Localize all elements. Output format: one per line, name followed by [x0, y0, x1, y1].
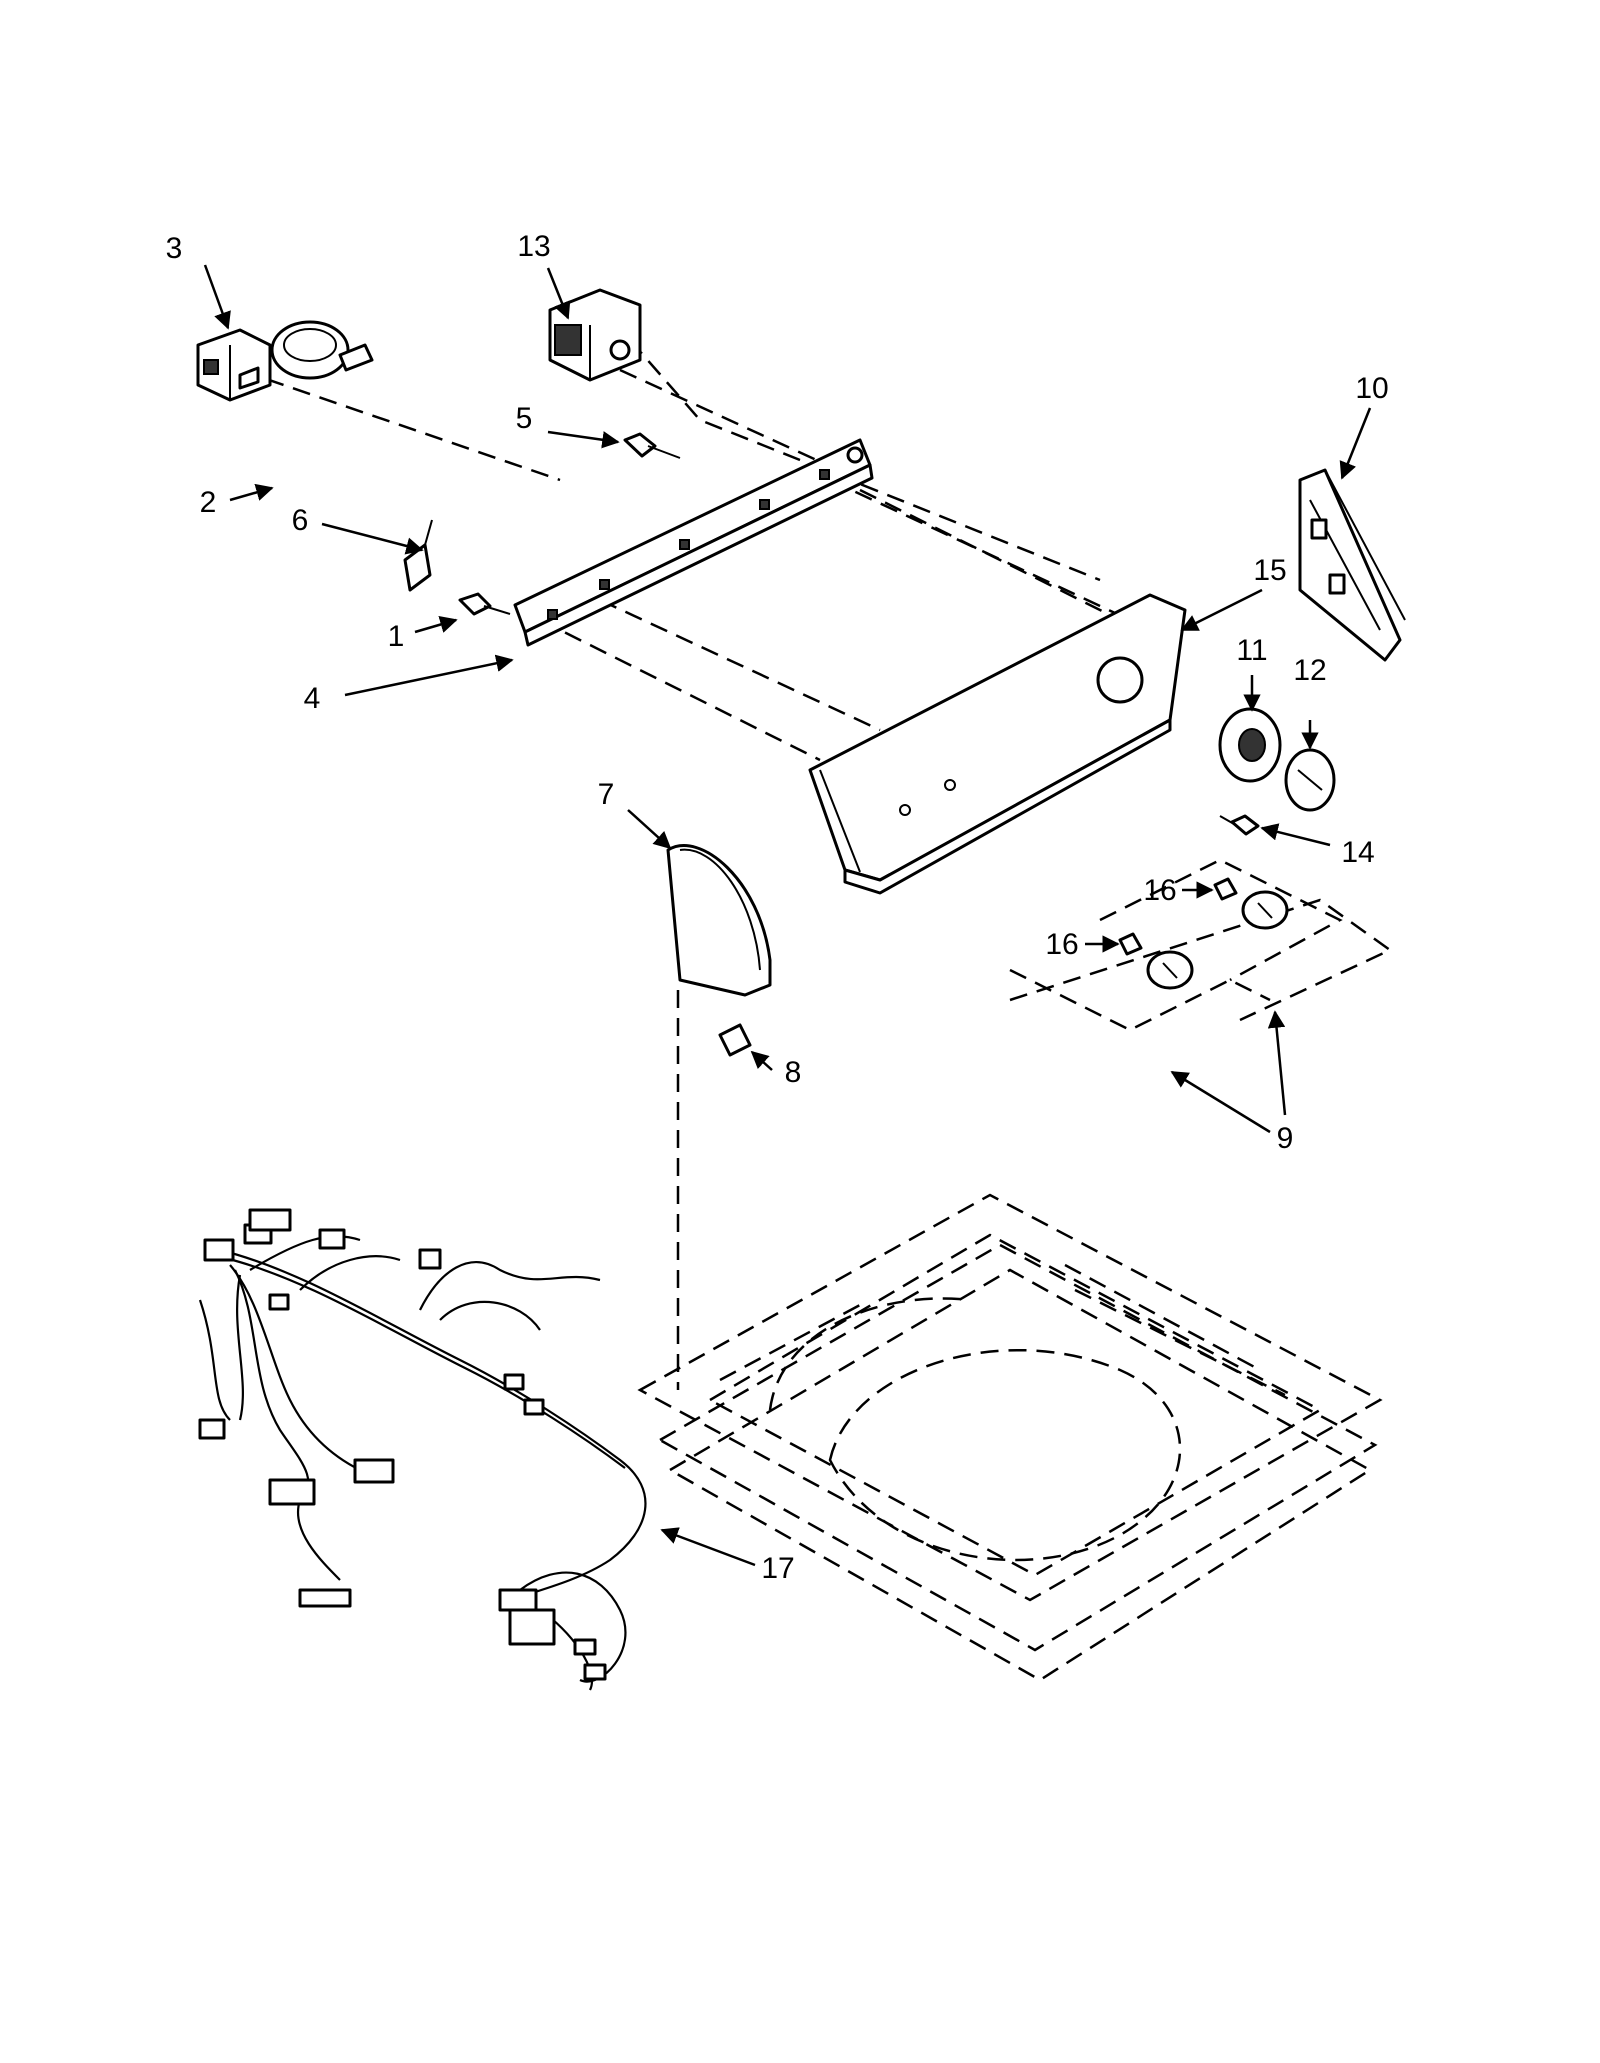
knob-lower: [1146, 950, 1194, 990]
part-1-screw: [458, 592, 511, 616]
assembly-lines: [239, 339, 1393, 1032]
callout-11: 11: [1236, 634, 1267, 667]
part-8-clip: [718, 1023, 752, 1057]
callout-1: 1: [388, 620, 405, 653]
part-6-bracket: [403, 519, 433, 592]
callout-2: 2: [200, 486, 217, 519]
callout-16-lower: 16: [1045, 928, 1078, 961]
part-11-knob-bezel: [1218, 707, 1282, 783]
callout-5: 5: [516, 402, 533, 435]
part-7-end-cap-left: [666, 844, 772, 997]
part-17-wire-harness: [198, 1208, 647, 1691]
callout-labels: 3 13 5 2 6 1 4 7 8 9 10 11 12 15 14 16 1…: [166, 230, 1389, 1585]
part-12-knob: [1284, 748, 1336, 812]
callout-3: 3: [166, 232, 183, 265]
callout-8: 8: [785, 1056, 802, 1089]
callout-6: 6: [292, 504, 309, 537]
part-10-end-cap-right: [1298, 468, 1406, 662]
washer-top-outline: [637, 1193, 1383, 1682]
part-13-timer: [548, 288, 642, 382]
part-16-upper-insert: [1213, 877, 1238, 901]
knob-upper: [1241, 890, 1289, 930]
part-14-screw: [1219, 814, 1260, 836]
callout-10: 10: [1355, 372, 1388, 405]
callout-9: 9: [1277, 1122, 1294, 1155]
callout-4: 4: [304, 682, 321, 715]
callout-13: 13: [517, 230, 550, 263]
callout-17: 17: [761, 1552, 794, 1585]
leader-lines: [203, 264, 1372, 1567]
part-16-lower-insert: [1118, 932, 1143, 956]
callout-15: 15: [1253, 554, 1286, 587]
part-3-switch: [196, 328, 272, 402]
callout-14: 14: [1341, 836, 1374, 869]
callout-12: 12: [1293, 654, 1326, 687]
part-5-screw: [623, 432, 681, 459]
part-15-console-panel: [808, 593, 1187, 895]
callout-7: 7: [598, 778, 615, 811]
part-2-pressure-switch: [270, 320, 374, 380]
callout-16-upper: 16: [1143, 874, 1176, 907]
part-4-console-bracket: [513, 438, 874, 647]
